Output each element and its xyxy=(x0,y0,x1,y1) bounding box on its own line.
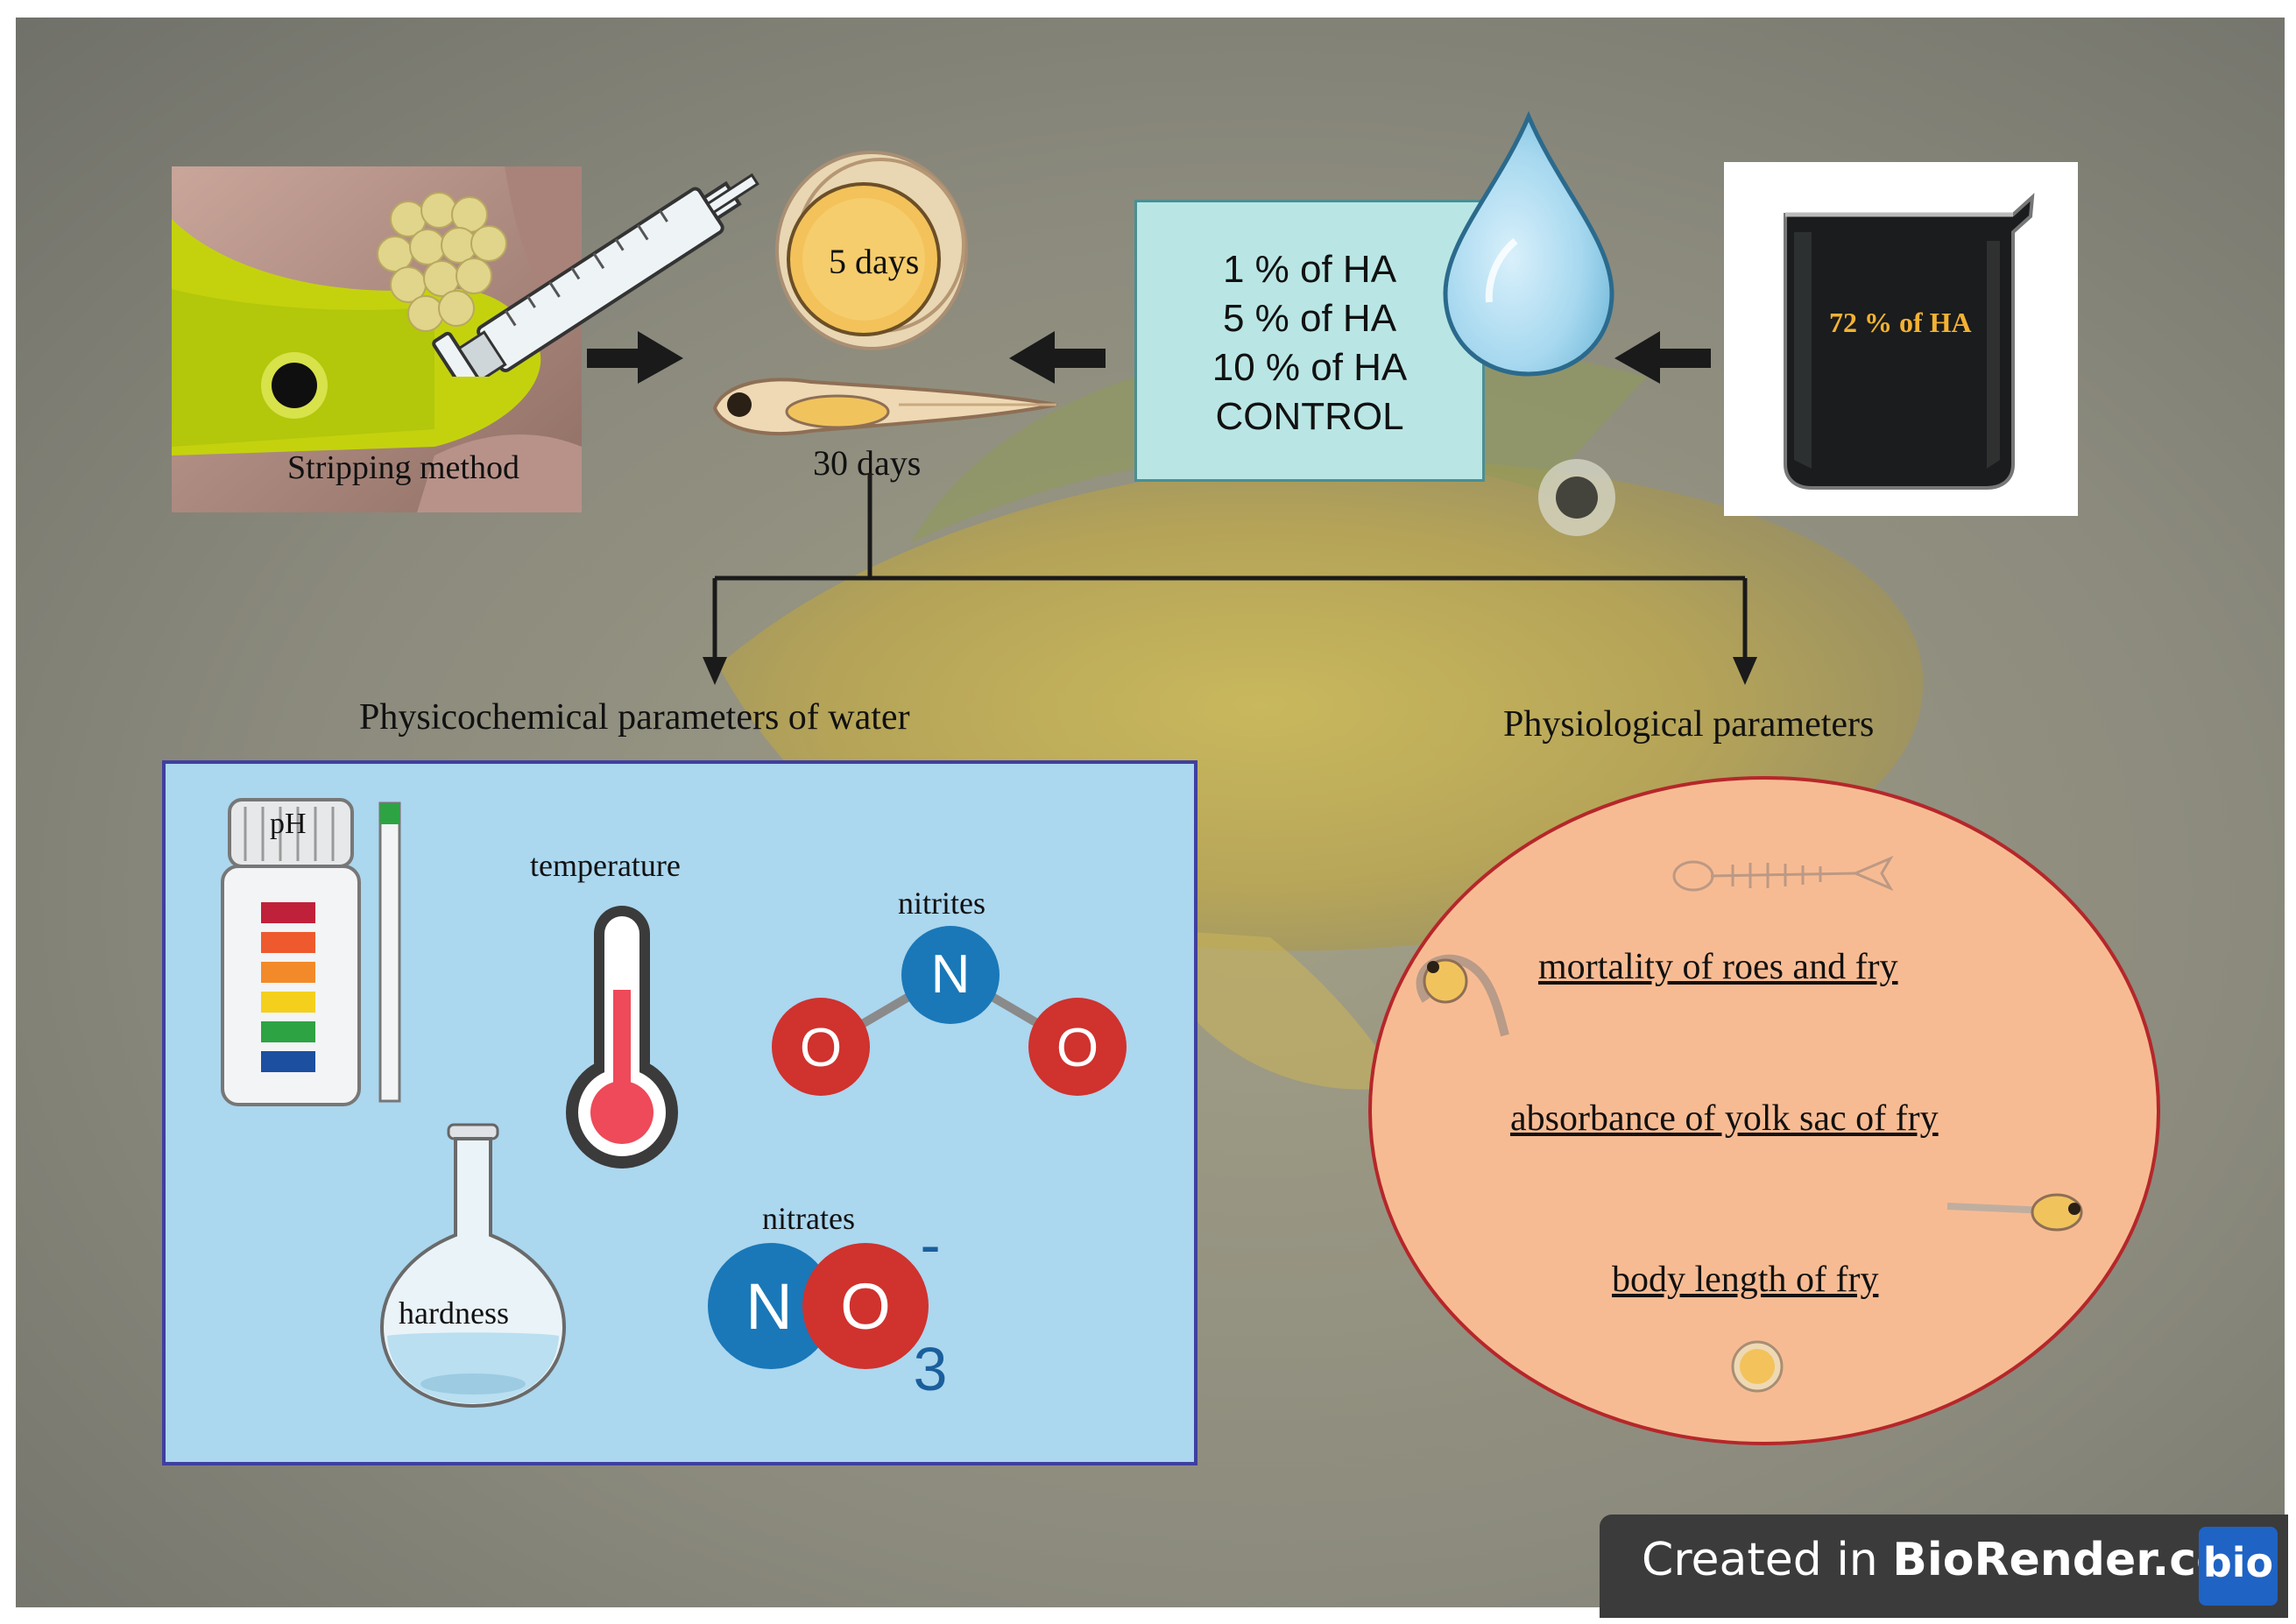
beaker-photo xyxy=(1724,162,2078,516)
larva-stage-label: 30 days xyxy=(813,443,922,483)
physiological-ellipse xyxy=(1368,776,2160,1445)
stripping-caption: Stripping method xyxy=(287,449,519,486)
nitrates-label: nitrates xyxy=(762,1201,855,1236)
footer-prefix: Created in xyxy=(1642,1534,1893,1586)
mortality-parameter: mortality of roes and fry xyxy=(1538,947,1898,987)
hardness-label: hardness xyxy=(399,1296,509,1331)
charge-symbol: - xyxy=(920,1231,940,1279)
physiological-title: Physiological parameters xyxy=(1503,704,1875,745)
nitrate-molecule: N O - 3 xyxy=(708,1231,948,1403)
biorender-logo: bio xyxy=(2199,1527,2278,1606)
yolk-sac-parameter: absorbance of yolk sac of fry xyxy=(1510,1098,1939,1139)
arrow-left-icon xyxy=(1614,331,1711,384)
oxygen-atom: O xyxy=(800,1018,842,1078)
stripping-photo xyxy=(172,166,582,512)
nitrite-molecule: N O O xyxy=(772,926,1127,1096)
oxygen-atom: O xyxy=(840,1270,891,1343)
larva-icon xyxy=(712,378,1057,435)
ph-label: pH xyxy=(270,808,307,840)
arrow-left-icon xyxy=(1009,331,1106,384)
condition-line: 1 % of HA xyxy=(1222,248,1397,291)
nitrites-label: nitrites xyxy=(898,886,986,921)
nitrogen-atom: N xyxy=(931,944,971,1005)
biorender-logo-text: bio xyxy=(2202,1539,2274,1586)
oxygen-atom: O xyxy=(1056,1018,1099,1078)
condition-line: CONTROL xyxy=(1215,395,1404,438)
thermometer-icon xyxy=(566,906,678,1169)
ph-bottle-icon xyxy=(221,798,401,1106)
flask-icon xyxy=(379,1123,567,1409)
physicochemical-title: Physicochemical parameters of water xyxy=(359,697,910,738)
condition-line: 10 % of HA xyxy=(1212,346,1408,389)
subscript-three: 3 xyxy=(914,1335,948,1403)
arrow-right-icon xyxy=(587,331,683,384)
conditions-box: 1 % of HA 5 % of HA 10 % of HA CONTROL xyxy=(1134,200,1485,482)
branch-connector xyxy=(703,473,1757,685)
syringe-icon xyxy=(432,173,759,377)
condition-line: 5 % of HA xyxy=(1222,297,1397,340)
nitrogen-atom: N xyxy=(745,1270,792,1343)
egg-stage-label: 5 days xyxy=(829,242,920,281)
beaker-label: 72 % of HA xyxy=(1829,307,1972,338)
water-drop-icon xyxy=(1443,110,1614,377)
body-length-parameter: body length of fry xyxy=(1612,1260,1879,1300)
temperature-label: temperature xyxy=(530,848,681,883)
egg-icon xyxy=(775,151,968,350)
biorender-footer: Created in BioRender.com bio xyxy=(1600,1515,2288,1618)
